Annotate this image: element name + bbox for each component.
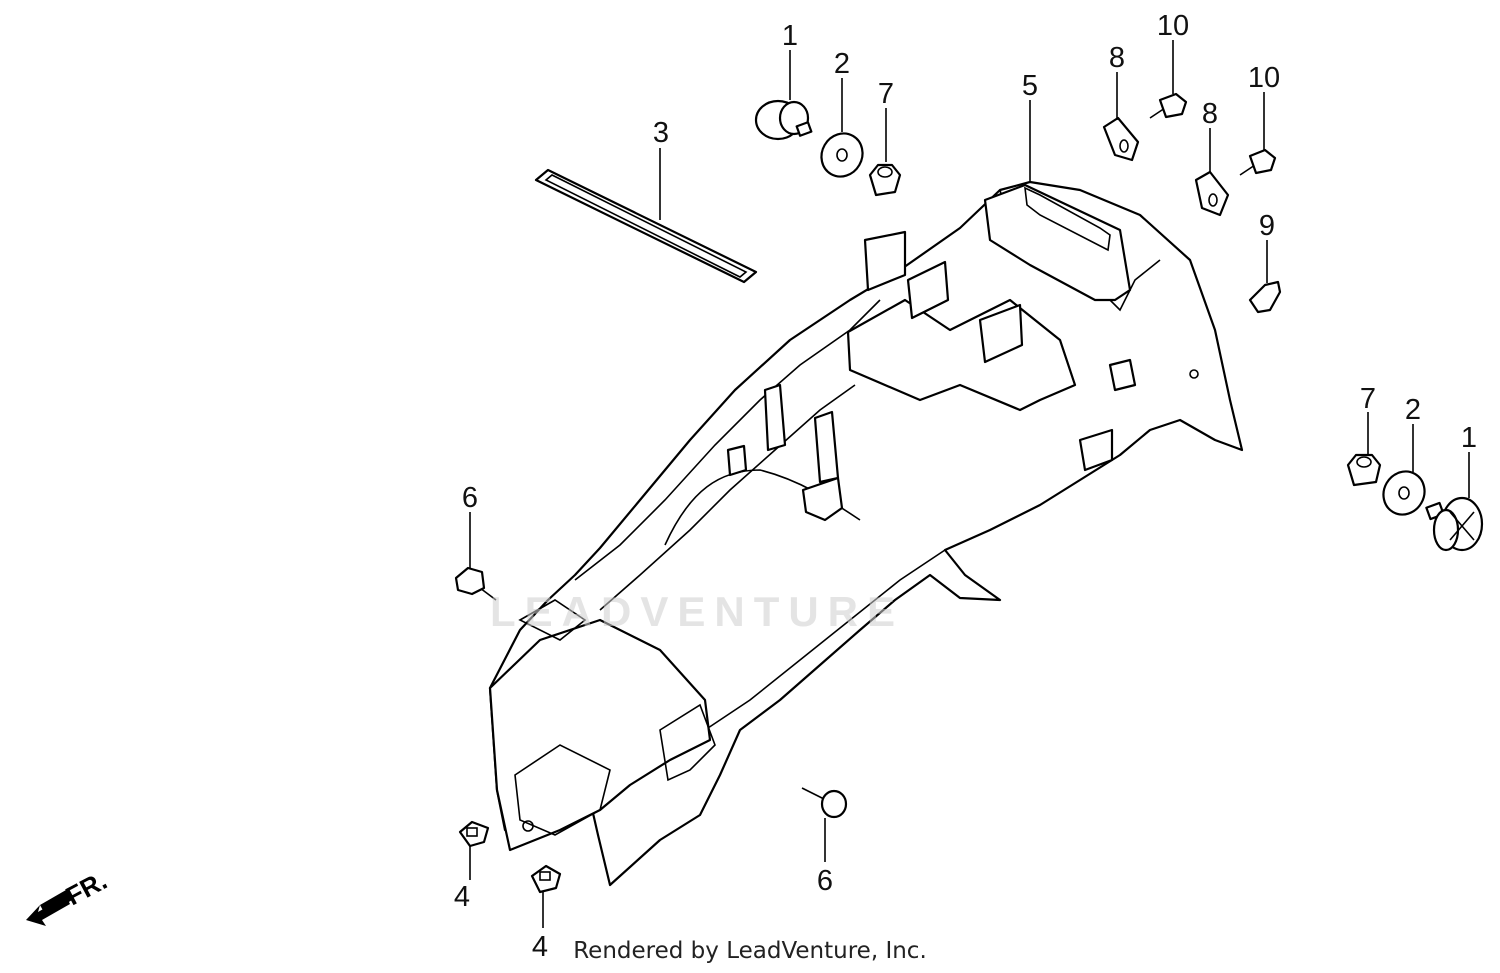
part-7-nut-right[interactable]	[1346, 453, 1382, 487]
callout-1-top: 1	[782, 20, 798, 52]
footer-credit: Rendered by LeadVenture, Inc.	[0, 938, 1500, 964]
part-2-washer-top[interactable]	[814, 126, 871, 184]
part-4-clip-nut-b[interactable]	[530, 864, 562, 894]
part-2-washer-right[interactable]	[1376, 464, 1433, 522]
part-8-clip-a[interactable]	[1102, 116, 1140, 162]
callout-10-a: 10	[1157, 10, 1189, 42]
part-6-bolt-left[interactable]	[454, 566, 497, 601]
callout-3: 3	[653, 117, 669, 149]
part-9-push-clip[interactable]	[1248, 280, 1282, 314]
part-6-bolt-lower[interactable]	[801, 787, 848, 819]
callout-2-top: 2	[834, 48, 850, 80]
part-10-screw-a[interactable]	[1149, 92, 1188, 119]
part-10-screw-b[interactable]	[1239, 148, 1277, 176]
callout-6-lower: 6	[817, 865, 833, 897]
part-8-clip-b[interactable]	[1194, 170, 1230, 217]
part-7-nut-top[interactable]	[868, 163, 902, 197]
callout-9: 9	[1259, 210, 1275, 242]
callout-4-a: 4	[454, 881, 470, 913]
callout-7-right: 7	[1360, 383, 1376, 415]
front-direction-arrow: FR.	[26, 865, 112, 926]
callout-2-right: 2	[1405, 394, 1421, 426]
callout-8-b: 8	[1202, 98, 1218, 130]
part-3-seal-strip[interactable]	[534, 168, 758, 284]
part-1-grommet-right[interactable]	[1425, 496, 1484, 552]
callout-labels: 1 2 7 3 5 8 10 8 10 9 7 2 1 6 6 4 4	[454, 10, 1477, 963]
callout-6-left: 6	[462, 482, 478, 514]
callout-7-top: 7	[878, 78, 894, 110]
callout-10-b: 10	[1248, 62, 1280, 94]
watermark: LEADVENTURE	[490, 588, 905, 635]
callout-5: 5	[1022, 70, 1038, 102]
part-1-grommet-top[interactable]	[754, 99, 813, 141]
footer-text: Rendered by LeadVenture, Inc.	[573, 938, 927, 964]
callout-4-b: 4	[532, 931, 548, 963]
part-4-clip-nut-a[interactable]	[458, 820, 490, 848]
callout-1-right: 1	[1461, 422, 1477, 454]
callout-8-a: 8	[1109, 42, 1125, 74]
leader-lines	[469, 40, 1470, 928]
part-5-rear-inner-fender[interactable]	[488, 180, 1244, 887]
